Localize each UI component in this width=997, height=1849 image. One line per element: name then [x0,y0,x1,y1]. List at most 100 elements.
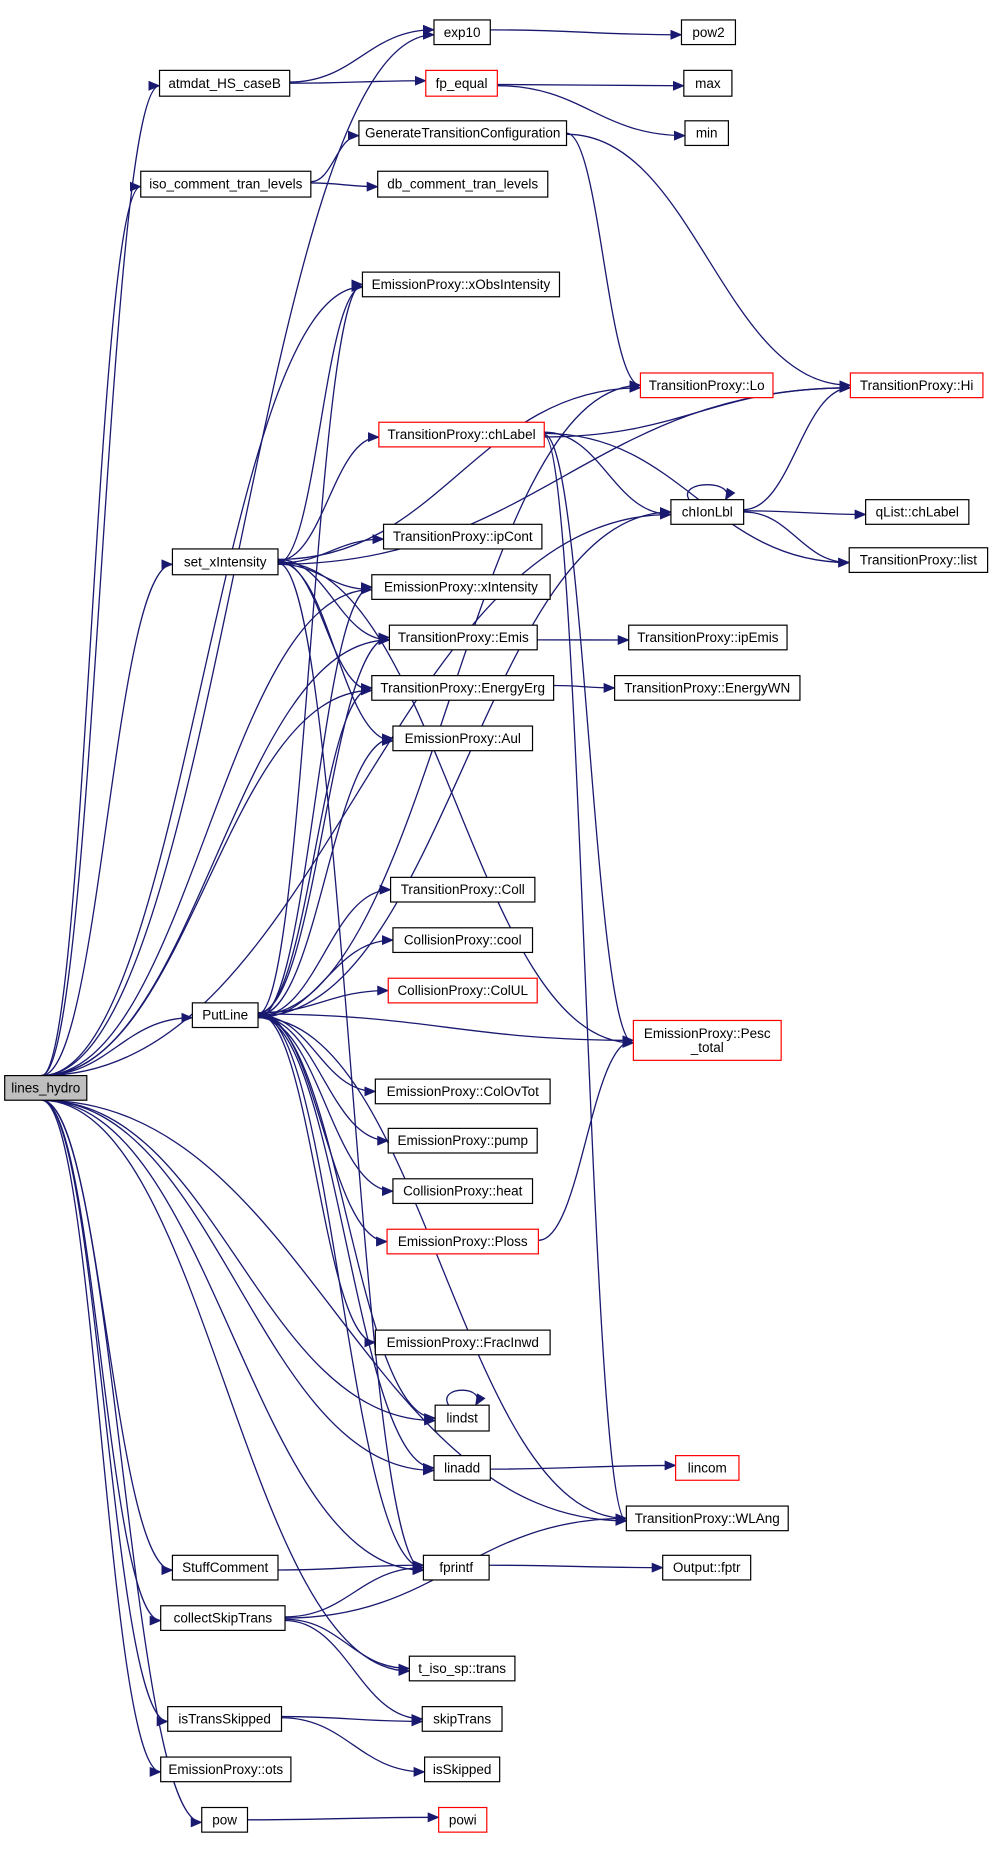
node-EmissionProxy_Pesc_total[interactable]: EmissionProxy::Pesc_total [632,1019,782,1061]
node-box [628,624,788,651]
node-qList_chLabel[interactable]: qList::chLabel [865,499,970,525]
node-label: EmissionProxy::Pesc [644,1026,771,1041]
node-box [433,1455,491,1481]
node-fprintf[interactable]: fprintf [422,1554,490,1581]
node-label: set_xIntensity [184,554,267,569]
node-StuffComment[interactable]: StuffComment [171,1554,279,1581]
edges-layer [41,24,867,1828]
node-atmdat_HS_caseB[interactable]: atmdat_HS_caseB [158,69,291,97]
edge-TransitionProxy_chLabel-to-EmissionProxy_Pesc_total [544,433,635,1048]
node-db_comment_tran_levels[interactable]: db_comment_tran_levels [377,170,549,198]
node-TransitionProxy_Emis[interactable]: TransitionProxy::Emis [388,624,538,651]
node-label: linadd [444,1460,480,1475]
node-EmissionProxy_xObsIntensity[interactable]: EmissionProxy::xObsIntensity [361,271,561,298]
node-iso_comment_tran_levels[interactable]: iso_comment_tran_levels [140,170,312,198]
node-label: lincom [688,1460,727,1475]
node-collectSkipTrans[interactable]: collectSkipTrans [160,1605,286,1631]
node-max[interactable]: max [683,69,733,97]
node-TransitionProxy_WLAng[interactable]: TransitionProxy::WLAng [625,1505,789,1532]
edge-lines_hydro-to-isTransSkipped [41,1099,169,1727]
edge-lines_hydro-to-fprintf [41,1099,425,1576]
edge-PutLine-to-chIonLbl [258,507,672,1018]
node-box [388,624,538,651]
node-min[interactable]: min [684,120,729,147]
node-label: TransitionProxy::WLAng [635,1511,780,1526]
node-label: skipTrans [433,1711,491,1726]
node-TransitionProxy_Lo[interactable]: TransitionProxy::Lo [639,372,774,399]
node-label: powi [449,1812,477,1827]
node-TransitionProxy_Coll[interactable]: TransitionProxy::Coll [389,876,536,903]
edge-fp_equal-to-max [497,80,685,91]
node-box [422,1554,490,1581]
node-TransitionProxy_ipEmis[interactable]: TransitionProxy::ipEmis [628,624,788,651]
node-CollisionProxy_heat[interactable]: CollisionProxy::heat [392,1178,534,1205]
node-isTransSkipped[interactable]: isTransSkipped [167,1706,283,1732]
node-label: CollisionProxy::ColUL [397,983,528,998]
node-label: TransitionProxy::Emis [398,630,529,645]
node-linadd[interactable]: linadd [433,1455,491,1481]
edge-set_xIntensity-to-EmissionProxy_xObsIntensity [277,282,364,564]
edge-PutLine-to-EmissionProxy_xIntensity [257,582,373,1019]
node-label: fp_equal [436,76,488,91]
edge-linadd-to-lincom [490,1460,677,1471]
node-powi[interactable]: powi [438,1806,488,1833]
node-lindst[interactable]: lindst [434,1404,490,1432]
node-EmissionProxy_ColOvTot[interactable]: EmissionProxy::ColOvTot [374,1078,551,1105]
node-label: atmdat_HS_caseB [168,76,281,91]
edge-chIonLbl-to-qList_chLabel [743,509,867,520]
edge-PutLine-to-fprintf [258,1012,425,1573]
node-EmissionProxy_FracInwd[interactable]: EmissionProxy::FracInwd [374,1329,551,1356]
node-EmissionProxy_xIntensity[interactable]: EmissionProxy::xIntensity [371,574,551,600]
node-pow2[interactable]: pow2 [680,19,737,46]
edge-lines_hydro-to-set_xIntensity [41,559,174,1077]
edge-TransitionProxy_chLabel-to-TransitionProxy_WLAng [543,435,628,1526]
node-label: db_comment_tran_levels [387,177,538,192]
edge-EmissionProxy_Ploss-to-EmissionProxy_Pesc_total [538,1035,635,1242]
node-PutLine[interactable]: PutLine [191,1002,259,1029]
node-label: EmissionProxy::pump [397,1133,528,1148]
node-EmissionProxy_Aul[interactable]: EmissionProxy::Aul [392,725,534,752]
node-set_xIntensity[interactable]: set_xIntensity [171,548,279,576]
node-label: TransitionProxy::Hi [860,378,974,393]
edge-atmdat_HS_caseB-to-exp10 [289,24,435,83]
node-EmissionProxy_Ploss[interactable]: EmissionProxy::Ploss [386,1228,539,1255]
node-TransitionProxy_chLabel[interactable]: TransitionProxy::chLabel [378,421,545,448]
node-box [639,372,774,399]
node-skipTrans[interactable]: skipTrans [421,1706,503,1732]
node-CollisionProxy_cool[interactable]: CollisionProxy::cool [392,927,534,954]
edge-set_xIntensity-to-TransitionProxy_Hi [277,382,852,565]
node-fp_equal[interactable]: fp_equal [425,69,498,97]
edge-lines_hydro-to-chIonLbl [41,509,672,1077]
node-label: t_iso_sp::trans [418,1661,506,1676]
node-chIonLbl[interactable]: chIonLbl [670,499,745,525]
node-Output_fptr[interactable]: Output::fptr [662,1554,752,1581]
edge-PutLine-to-TransitionProxy_EnergyErg [258,683,373,1015]
node-TransitionProxy_ipCont[interactable]: TransitionProxy::ipCont [382,523,543,550]
node-label: Output::fptr [673,1560,741,1575]
node-TransitionProxy_list[interactable]: TransitionProxy::list [848,547,989,573]
node-GenerateTransitionConfiguration[interactable]: GenerateTransitionConfiguration [358,120,568,147]
node-isSkipped[interactable]: isSkipped [424,1756,501,1783]
node-lines_hydro[interactable]: lines_hydro [4,1074,88,1101]
node-label: max [695,76,721,91]
node-EmissionProxy_ots[interactable]: EmissionProxy::ots [160,1756,292,1783]
node-TransitionProxy_EnergyErg[interactable]: TransitionProxy::EnergyErg [371,675,555,701]
node-EmissionProxy_pump[interactable]: EmissionProxy::pump [387,1127,538,1154]
node-label: TransitionProxy::chLabel [388,427,536,442]
edge-lines_hydro-to-EmissionProxy_ots [41,1099,162,1777]
node-box [680,19,737,46]
node-box [425,69,498,97]
edge-TransitionProxy_chLabel-to-TransitionProxy_list [544,432,851,568]
node-exp10[interactable]: exp10 [433,19,491,46]
node-pow[interactable]: pow [201,1806,249,1833]
node-lincom[interactable]: lincom [675,1455,740,1481]
edge-PutLine-to-CollisionProxy_heat [258,1016,394,1197]
node-box [386,1228,539,1255]
edge-set_xIntensity-to-TransitionProxy_Emis [277,558,391,645]
node-TransitionProxy_Hi[interactable]: TransitionProxy::Hi [849,372,984,399]
node-CollisionProxy_ColUL[interactable]: CollisionProxy::ColUL [387,977,538,1004]
node-TransitionProxy_EnergyWN[interactable]: TransitionProxy::EnergyWN [614,675,801,701]
edge-lines_hydro-to-collectSkipTrans [41,1099,162,1626]
node-t_iso_sp_trans[interactable]: t_iso_sp::trans [408,1655,516,1682]
edge-lines_hydro-to-EmissionProxy_xObsIntensity [41,281,364,1077]
